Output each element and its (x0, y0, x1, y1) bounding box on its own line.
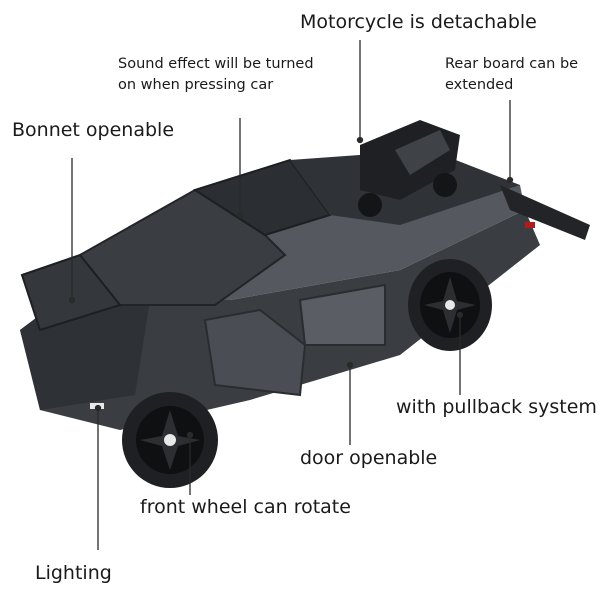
rear-wheel (408, 259, 492, 351)
callout-lighting: Lighting (35, 562, 112, 584)
callout-door: door openable (300, 447, 438, 469)
callout-rear-line1: Rear board can be (445, 56, 579, 72)
truck-lower-body (20, 210, 540, 430)
rear-door-open (298, 283, 386, 346)
callout-bonnet: Bonnet openable (12, 119, 175, 141)
callout-pullback: with pullback system (396, 396, 597, 418)
toy-truck (20, 120, 590, 488)
callout-motorcycle: Motorcycle is detachable (300, 11, 537, 33)
callout-front-wheel: front wheel can rotate (140, 496, 351, 518)
open-bonnet (20, 253, 122, 332)
front-door-open (203, 308, 307, 397)
front-wheel (122, 392, 218, 488)
motorcycle (358, 120, 460, 217)
callout-sound-line1: Sound effect will be turned (118, 56, 314, 72)
rear-board (500, 185, 590, 240)
callout-rear-line2: extended (445, 77, 514, 93)
callout-sound-line2: on when pressing car (118, 77, 274, 93)
leader-lines (68, 40, 514, 550)
tail-light (525, 222, 535, 228)
